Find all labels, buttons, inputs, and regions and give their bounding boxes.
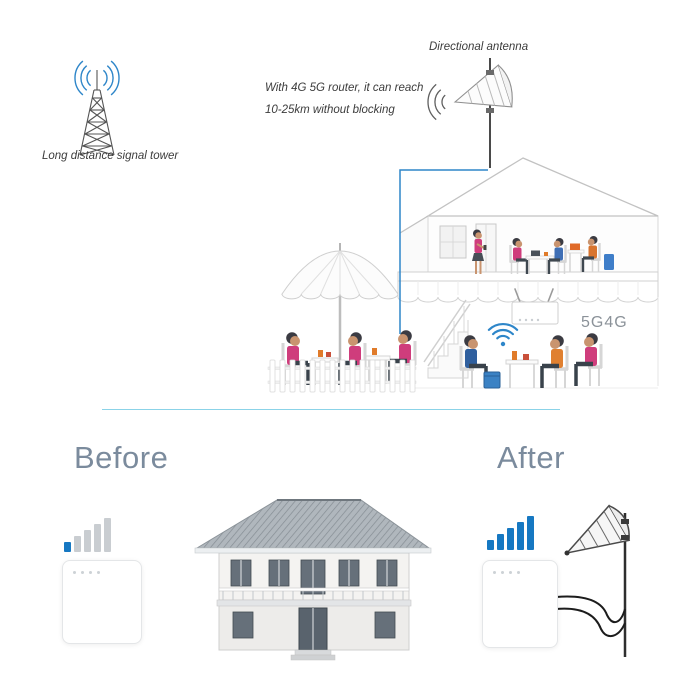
terrace-people bbox=[472, 229, 614, 274]
lower-windows bbox=[232, 611, 396, 639]
wifi-waves-icon bbox=[487, 323, 519, 347]
antenna-cables bbox=[555, 595, 626, 638]
antenna-waves-icon bbox=[427, 83, 446, 121]
router-leds bbox=[493, 571, 520, 574]
router-on-wall bbox=[511, 288, 559, 325]
table-illustration bbox=[505, 351, 539, 388]
router-leds bbox=[73, 571, 100, 574]
antenna-cone bbox=[453, 64, 513, 113]
router-device-after bbox=[482, 560, 558, 648]
laptop bbox=[570, 243, 580, 250]
radio-waves-icon bbox=[74, 60, 120, 96]
note-line1: With 4G 5G router, it can reach bbox=[265, 82, 424, 94]
house-scene-illustration bbox=[267, 157, 659, 393]
cooler-box bbox=[483, 371, 501, 389]
balcony bbox=[216, 587, 412, 607]
signal-bars-before bbox=[64, 516, 111, 552]
house-body bbox=[194, 499, 432, 661]
awning bbox=[397, 280, 659, 303]
person bbox=[540, 335, 569, 388]
person bbox=[567, 236, 614, 272]
person bbox=[547, 238, 567, 274]
table-illustration bbox=[365, 348, 391, 384]
stairs bbox=[423, 299, 471, 379]
note-line2: 10-25km without blocking bbox=[265, 104, 395, 116]
after-antenna-icon bbox=[555, 504, 631, 657]
lower-terrace-people bbox=[459, 333, 603, 389]
person bbox=[472, 229, 487, 274]
signal-tower-icon bbox=[74, 60, 120, 156]
table-illustration bbox=[525, 250, 555, 274]
before-heading: Before bbox=[74, 440, 169, 475]
antenna-cable bbox=[399, 169, 488, 334]
section-divider bbox=[102, 409, 560, 410]
laptop bbox=[531, 250, 540, 256]
antenna-cone bbox=[564, 504, 631, 556]
umbrella bbox=[281, 243, 399, 380]
router-badge: 5G4G bbox=[581, 314, 628, 331]
antenna-label: Directional antenna bbox=[429, 41, 529, 53]
tower-label: Long distance signal tower bbox=[42, 150, 179, 162]
person bbox=[459, 335, 488, 388]
directional-antenna-icon bbox=[427, 58, 513, 168]
picket-fence bbox=[267, 359, 417, 393]
person bbox=[574, 333, 603, 386]
after-heading: After bbox=[497, 440, 565, 475]
house-illustration bbox=[194, 499, 432, 661]
tower-lattice bbox=[79, 70, 115, 156]
signal-bars-after bbox=[487, 514, 534, 550]
person bbox=[509, 238, 529, 274]
upper-house bbox=[399, 157, 659, 273]
router-device-before bbox=[62, 560, 142, 644]
